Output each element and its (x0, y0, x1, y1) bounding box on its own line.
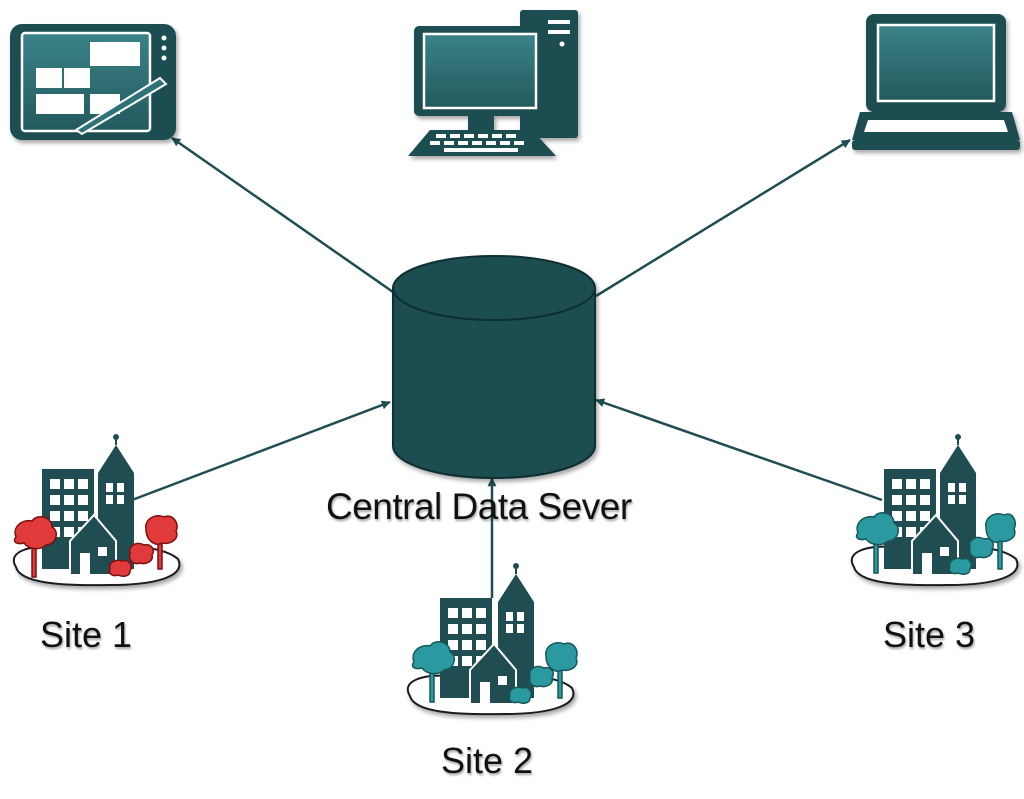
server-label: Central Data Sever (326, 486, 632, 527)
arrow-server-to-laptop (595, 138, 851, 298)
site-2-label: Site 2 (441, 740, 534, 781)
arrow-site3-to-server (595, 398, 883, 502)
connection-arrows (131, 136, 883, 598)
arrow-server-to-tablet (171, 136, 394, 294)
arrow-site1-to-server (131, 400, 391, 502)
site-3-town-icon (850, 434, 1019, 587)
tablet-icon (10, 24, 176, 140)
database-cylinder-icon (392, 255, 596, 479)
laptop-icon (852, 14, 1020, 150)
site-1-town-icon (12, 434, 181, 587)
site-2-town-icon (406, 563, 578, 716)
desktop-computer-icon (408, 10, 578, 156)
site-3-label: Site 3 (883, 614, 976, 655)
site-1-label: Site 1 (40, 614, 133, 655)
